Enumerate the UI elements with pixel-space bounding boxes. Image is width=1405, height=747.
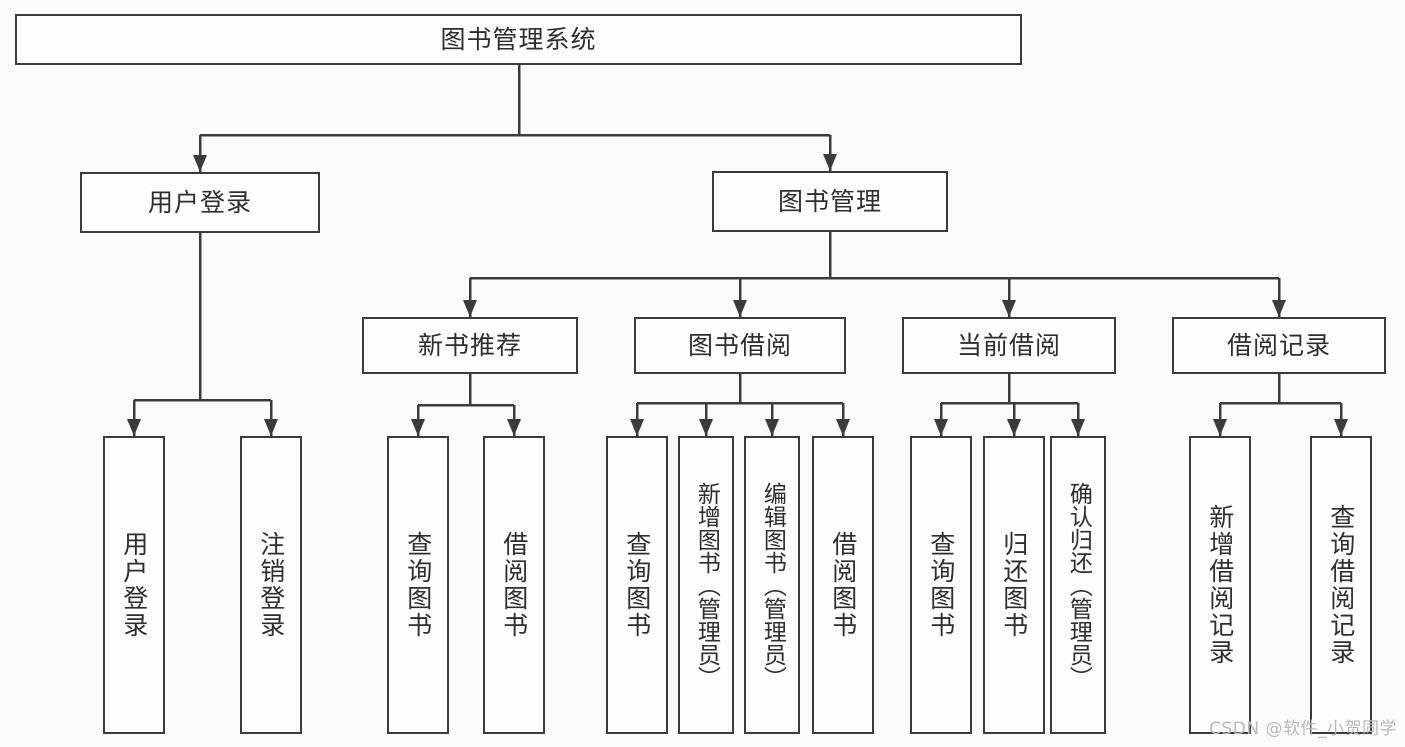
root-node: 图书管理系统 [15, 14, 1022, 65]
node-label: 图书管理系统 [440, 24, 597, 54]
leaf-node-leaf-query-record: 查询借阅记录 [1310, 436, 1372, 734]
node-label: 新书推荐 [417, 330, 522, 360]
node-label: 借阅图书 [828, 531, 858, 639]
leaf-node-leaf-borrow-book-1: 借阅图书 [483, 436, 545, 734]
node-label: 用户登录 [147, 187, 252, 217]
leaf-node-leaf-borrow-book-2: 借阅图书 [812, 436, 874, 734]
branch-node-book-manage: 图书管理 [712, 171, 948, 232]
node-label: 借阅记录 [1226, 330, 1331, 360]
node-label: 查询图书 [403, 531, 433, 639]
node-label: 查询图书 [926, 531, 956, 639]
leaf-node-leaf-add-record: 新增借阅记录 [1189, 436, 1251, 734]
node-label: 新增借阅记录 [1205, 504, 1235, 666]
node-label: 查询图书 [622, 531, 652, 639]
leaf-node-leaf-query-book-1: 查询图书 [387, 436, 449, 734]
branch-node-user-login: 用户登录 [80, 172, 320, 233]
leaf-node-leaf-user-logout: 注销登录 [240, 436, 302, 734]
node-label: 编辑图书（管理员） [759, 481, 786, 689]
leaf-node-leaf-confirm-return: 确认归还（管理员） [1050, 436, 1106, 734]
node-label: 注销登录 [256, 531, 286, 639]
node-label: 确认归还（管理员） [1065, 481, 1092, 689]
node-label: 新增图书（管理员） [693, 481, 720, 689]
leaf-node-leaf-query-book-3: 查询图书 [910, 436, 972, 734]
branch-node-current-borrow: 当前借阅 [902, 317, 1116, 374]
node-label: 当前借阅 [956, 330, 1061, 360]
leaf-node-leaf-user-login: 用户登录 [103, 436, 165, 734]
csdn-watermark: CSDN @软件_小贺同学 [1209, 719, 1397, 739]
node-label: 图书管理 [777, 186, 882, 216]
branch-node-new-book-recommend: 新书推荐 [362, 317, 578, 374]
node-label: 归还图书 [999, 531, 1029, 639]
leaf-node-leaf-add-book: 新增图书（管理员） [678, 436, 734, 734]
node-label: 用户登录 [119, 531, 149, 639]
node-label: 图书借阅 [687, 330, 792, 360]
leaf-node-leaf-query-book-2: 查询图书 [606, 436, 668, 734]
leaf-node-leaf-edit-book: 编辑图书（管理员） [744, 436, 800, 734]
leaf-node-leaf-return-book: 归还图书 [983, 436, 1045, 734]
node-label: 借阅图书 [499, 531, 529, 639]
node-label: 查询借阅记录 [1326, 504, 1356, 666]
branch-node-book-borrow: 图书借阅 [634, 317, 846, 374]
branch-node-borrow-record: 借阅记录 [1172, 317, 1386, 374]
